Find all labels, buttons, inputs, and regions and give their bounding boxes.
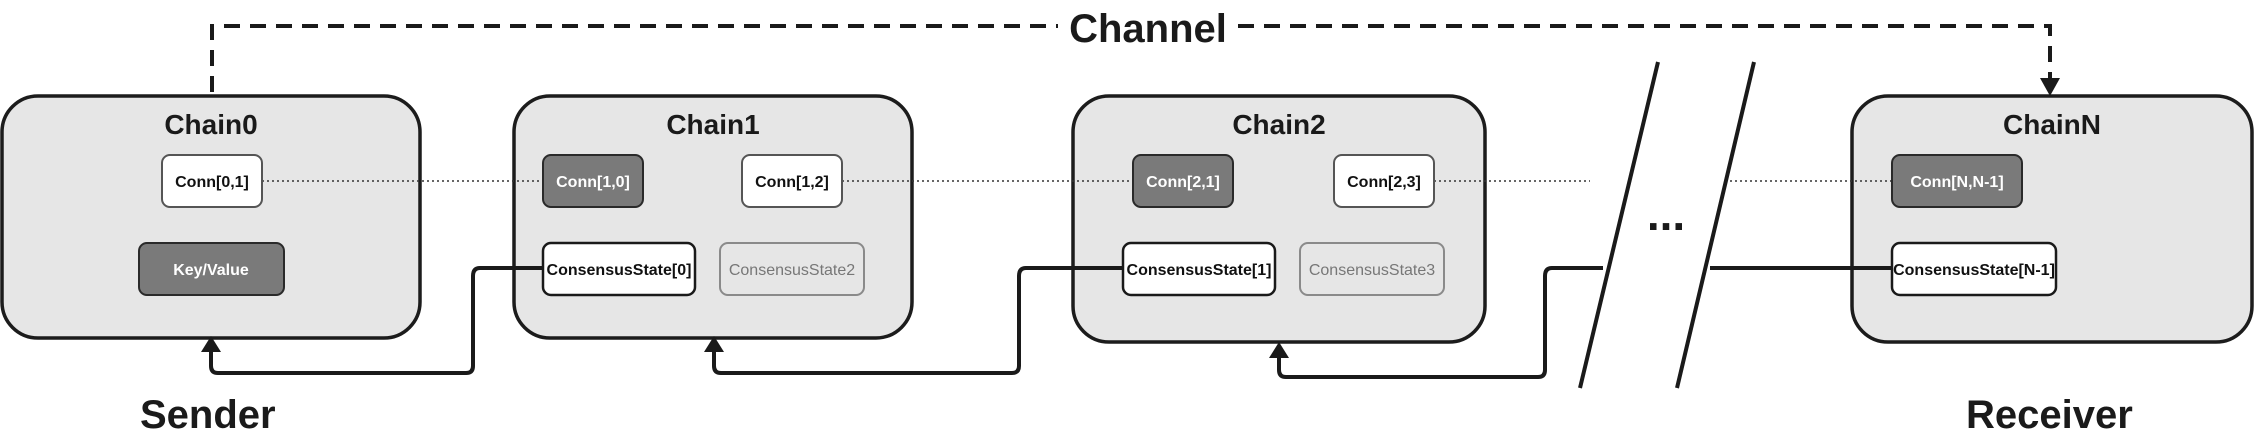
proof-path-3	[1277, 266, 1603, 379]
svg-text:ConsensusState3: ConsensusState3	[1309, 262, 1435, 279]
conn-1-2-node: Conn[1,2]	[741, 154, 843, 208]
key-value-node: Key/Value	[138, 242, 285, 296]
svg-text:Conn[1,0]: Conn[1,0]	[556, 174, 630, 191]
consensus-state-1-node: ConsensusState[1]	[1121, 241, 1277, 297]
consensus-state-3-node: ConsensusState3	[1299, 242, 1445, 296]
break-line-right	[1675, 61, 1756, 389]
channel-arrowhead	[2040, 78, 2060, 96]
proof-arrowhead-1	[201, 336, 221, 352]
conn-2-1-node: Conn[2,1]	[1132, 154, 1234, 208]
channel-path	[210, 24, 2052, 92]
svg-text:ConsensusState2: ConsensusState2	[729, 262, 855, 279]
svg-text:ConsensusState[N-1]: ConsensusState[N-1]	[1893, 262, 2055, 279]
sender-label: Sender	[140, 393, 276, 437]
proof-path-1	[209, 266, 543, 375]
svg-text:Key/Value: Key/Value	[173, 262, 249, 279]
conn-0-1-node: Conn[0,1]	[161, 154, 263, 208]
svg-text:ConsensusState[0]: ConsensusState[0]	[547, 262, 692, 279]
conn-n-n1-node: Conn[N,N-1]	[1891, 154, 2023, 208]
consensus-state-n1-node: ConsensusState[N-1]	[1890, 241, 2058, 297]
svg-text:Conn[0,1]: Conn[0,1]	[175, 174, 249, 191]
conn-2-3-node: Conn[2,3]	[1333, 154, 1435, 208]
svg-text:Conn[2,1]: Conn[2,1]	[1146, 174, 1220, 191]
svg-text:Conn[N,N-1]: Conn[N,N-1]	[1910, 174, 2003, 191]
svg-text:Conn[1,2]: Conn[1,2]	[755, 174, 829, 191]
channel-label: Channel	[1069, 7, 1227, 51]
conn-1-0-node: Conn[1,0]	[542, 154, 644, 208]
proof-arrowhead-2	[704, 336, 724, 352]
consensus-state-2-node: ConsensusState2	[719, 242, 865, 296]
svg-text:Conn[2,3]: Conn[2,3]	[1347, 174, 1421, 191]
ellipsis-text: ...	[1647, 188, 1685, 240]
break-line-left	[1578, 61, 1660, 389]
chain0-title: Chain0	[164, 109, 257, 140]
receiver-label: Receiver	[1966, 393, 2133, 437]
chain2-title: Chain2	[1232, 109, 1325, 140]
proof-path-2	[712, 266, 1123, 375]
svg-text:ConsensusState[1]: ConsensusState[1]	[1127, 262, 1272, 279]
chainN-title: ChainN	[2003, 109, 2101, 140]
consensus-state-0-node: ConsensusState[0]	[541, 241, 697, 297]
chain1-title: Chain1	[666, 109, 759, 140]
proof-arrowhead-3	[1269, 342, 1289, 358]
